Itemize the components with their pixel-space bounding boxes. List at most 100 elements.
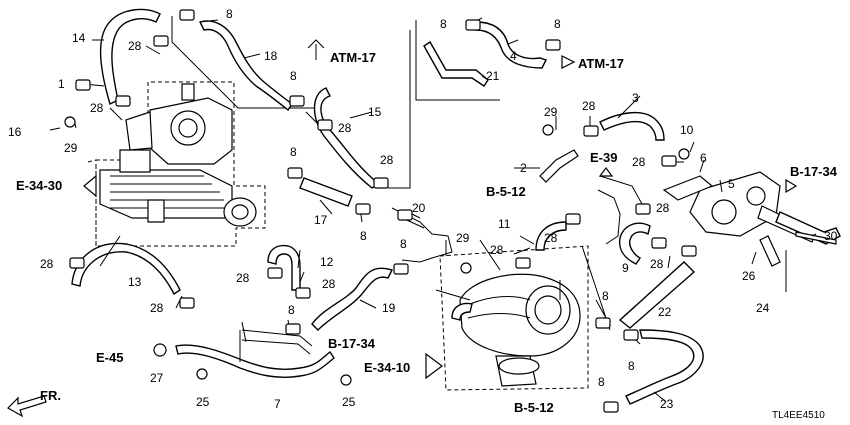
callout-8h: 8: [288, 303, 295, 317]
callout-19: 19: [382, 301, 396, 315]
sensor-26: [759, 235, 781, 267]
clamps: [64, 9, 697, 413]
arrow-b1734-right-icon: [785, 178, 798, 194]
callout-28f: 28: [150, 301, 164, 315]
callout-29b: 29: [544, 105, 558, 119]
callout-13: 13: [128, 275, 142, 289]
callout-8g: 8: [400, 237, 407, 251]
ref-fr: FR.: [40, 388, 61, 403]
callout-28i: 28: [582, 99, 596, 113]
callout-8b: 8: [440, 17, 447, 31]
ref-e3430[interactable]: E-34-30: [16, 178, 62, 193]
callout-28d: 28: [380, 153, 394, 167]
ref-b1734-right[interactable]: B-17-34: [790, 164, 838, 179]
callout-6: 6: [700, 151, 707, 165]
callout-28b: 28: [90, 101, 104, 115]
hose-4: [475, 21, 547, 69]
callout-28c: 28: [338, 121, 352, 135]
gasket-6: [662, 175, 714, 201]
hose-18: [198, 20, 293, 112]
callout-28j: 28: [632, 155, 646, 169]
callout-2: 2: [520, 161, 527, 175]
hose-17: [299, 177, 353, 207]
callout-12: 12: [320, 255, 334, 269]
callout-17: 17: [314, 213, 328, 227]
pipe-7-bracket: [239, 329, 313, 362]
callout-25a: 25: [196, 395, 210, 409]
callout-8j: 8: [628, 359, 635, 373]
callout-5: 5: [728, 177, 735, 191]
callout-15: 15: [368, 105, 382, 119]
callout-28n: 28: [650, 257, 664, 271]
hose-upper-right: [775, 211, 841, 245]
callout-8i: 8: [602, 289, 609, 303]
hose-11: [535, 221, 567, 251]
callout-26: 26: [742, 269, 756, 283]
hose-22: [618, 261, 696, 329]
callout-23: 23: [660, 397, 674, 411]
hose-3: [599, 112, 665, 141]
callout-28a: 28: [128, 39, 142, 53]
arrow-fr-icon: [7, 395, 47, 418]
hose-13: [71, 242, 181, 296]
callout-28m: 28: [544, 231, 558, 245]
hose-14: [99, 8, 161, 106]
callout-24: 24: [756, 301, 770, 315]
callout-14: 14: [72, 31, 86, 45]
callout-4: 4: [510, 49, 517, 63]
arrow-atm17-left-icon: [307, 39, 325, 60]
egr-valve: [125, 83, 233, 165]
ref-b512-mid[interactable]: B-5-12: [486, 184, 526, 199]
callout-28g: 28: [236, 271, 250, 285]
callout-28e: 28: [40, 257, 54, 271]
callout-9: 9: [622, 261, 629, 275]
arrow-e39-icon: [598, 167, 614, 177]
ref-e39[interactable]: E-39: [590, 150, 617, 165]
ref-b1734-bottom[interactable]: B-17-34: [328, 336, 376, 351]
callout-27: 27: [150, 371, 164, 385]
ref-atm17-left[interactable]: ATM-17: [330, 50, 376, 65]
hose-set-frame-15: [388, 30, 411, 189]
ref-b512-bottom[interactable]: B-5-12: [514, 400, 554, 415]
arrow-e3410-icon: [425, 352, 443, 380]
pipe-e39: [597, 175, 643, 245]
ref-e3410[interactable]: E-34-10: [364, 360, 410, 375]
ref-e45[interactable]: E-45: [96, 350, 123, 365]
hose-23: [625, 329, 704, 405]
callout-21: 21: [486, 69, 500, 83]
callout-25b: 25: [342, 395, 356, 409]
callout-11: 11: [498, 217, 511, 231]
egr-cooler-frame: [87, 159, 97, 246]
callout-8d: 8: [290, 69, 297, 83]
intake-throttle-body: [451, 273, 581, 387]
arrow-atm17-right-icon: [561, 55, 576, 69]
callout-1: 1: [58, 77, 65, 91]
hose-9: [618, 222, 651, 265]
callout-7: 7: [274, 397, 281, 411]
callout-8k: 8: [598, 375, 605, 389]
hose-12: [267, 244, 301, 291]
callout-28l: 28: [490, 243, 504, 257]
callout-10: 10: [680, 123, 694, 137]
callout-8f: 8: [360, 229, 367, 243]
callout-22: 22: [658, 305, 672, 319]
ref-atm17-right[interactable]: ATM-17: [578, 56, 624, 71]
callout-28k: 28: [656, 201, 670, 215]
callout-20: 20: [412, 201, 426, 215]
callout-28h: 28: [322, 277, 336, 291]
hose-19: [311, 267, 393, 331]
sensor-2: [539, 149, 579, 183]
hose-set-frame-top: [171, 16, 500, 109]
callout-8e: 8: [290, 145, 297, 159]
leader-lines: [49, 17, 817, 403]
arrow-e3430-icon: [83, 174, 97, 198]
callout-29a: 29: [64, 141, 78, 155]
egr-cooler: [99, 149, 257, 227]
pipe-21: [423, 41, 489, 87]
pipe-7: [175, 344, 335, 378]
callout-8c: 8: [554, 17, 561, 31]
callout-3: 3: [632, 91, 639, 105]
hose-15: [313, 87, 380, 189]
callout-16: 16: [8, 125, 22, 139]
